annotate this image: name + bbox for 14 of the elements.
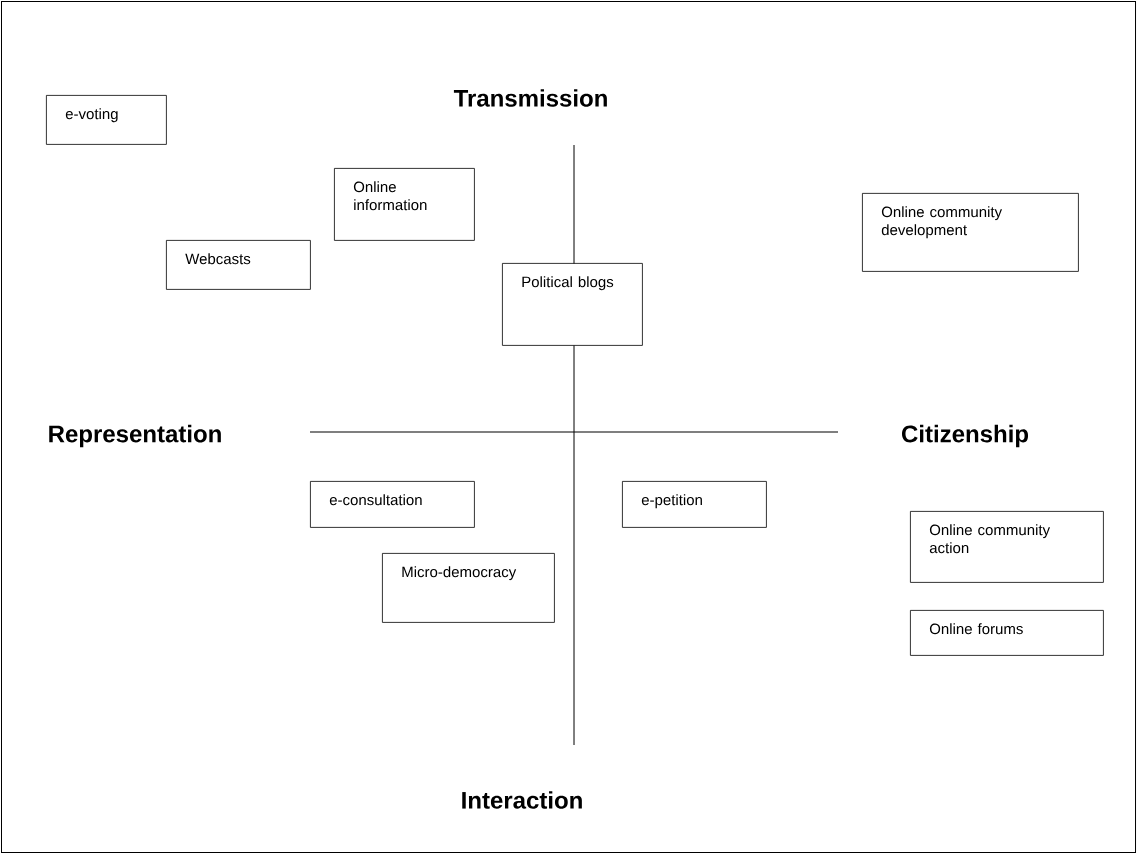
text-box: e-consultation — [310, 481, 475, 528]
text-box: e-petition — [622, 481, 767, 528]
axis-label: Citizenship — [902, 424, 1029, 448]
axis-label: Transmission — [453, 89, 607, 107]
text-box: Micro-democracy — [382, 553, 555, 623]
text-box: Online information — [334, 168, 475, 241]
text-box: Online community action — [910, 511, 1104, 583]
text-box: Political blogs — [502, 263, 643, 346]
text-box: Online community development — [862, 193, 1079, 272]
axis-label: Representation — [49, 424, 221, 448]
text-box: e-voting — [46, 95, 167, 145]
text-box: Online forums — [910, 610, 1104, 656]
axis-label: Interaction — [462, 791, 582, 809]
text-box: Webcasts — [166, 240, 311, 290]
